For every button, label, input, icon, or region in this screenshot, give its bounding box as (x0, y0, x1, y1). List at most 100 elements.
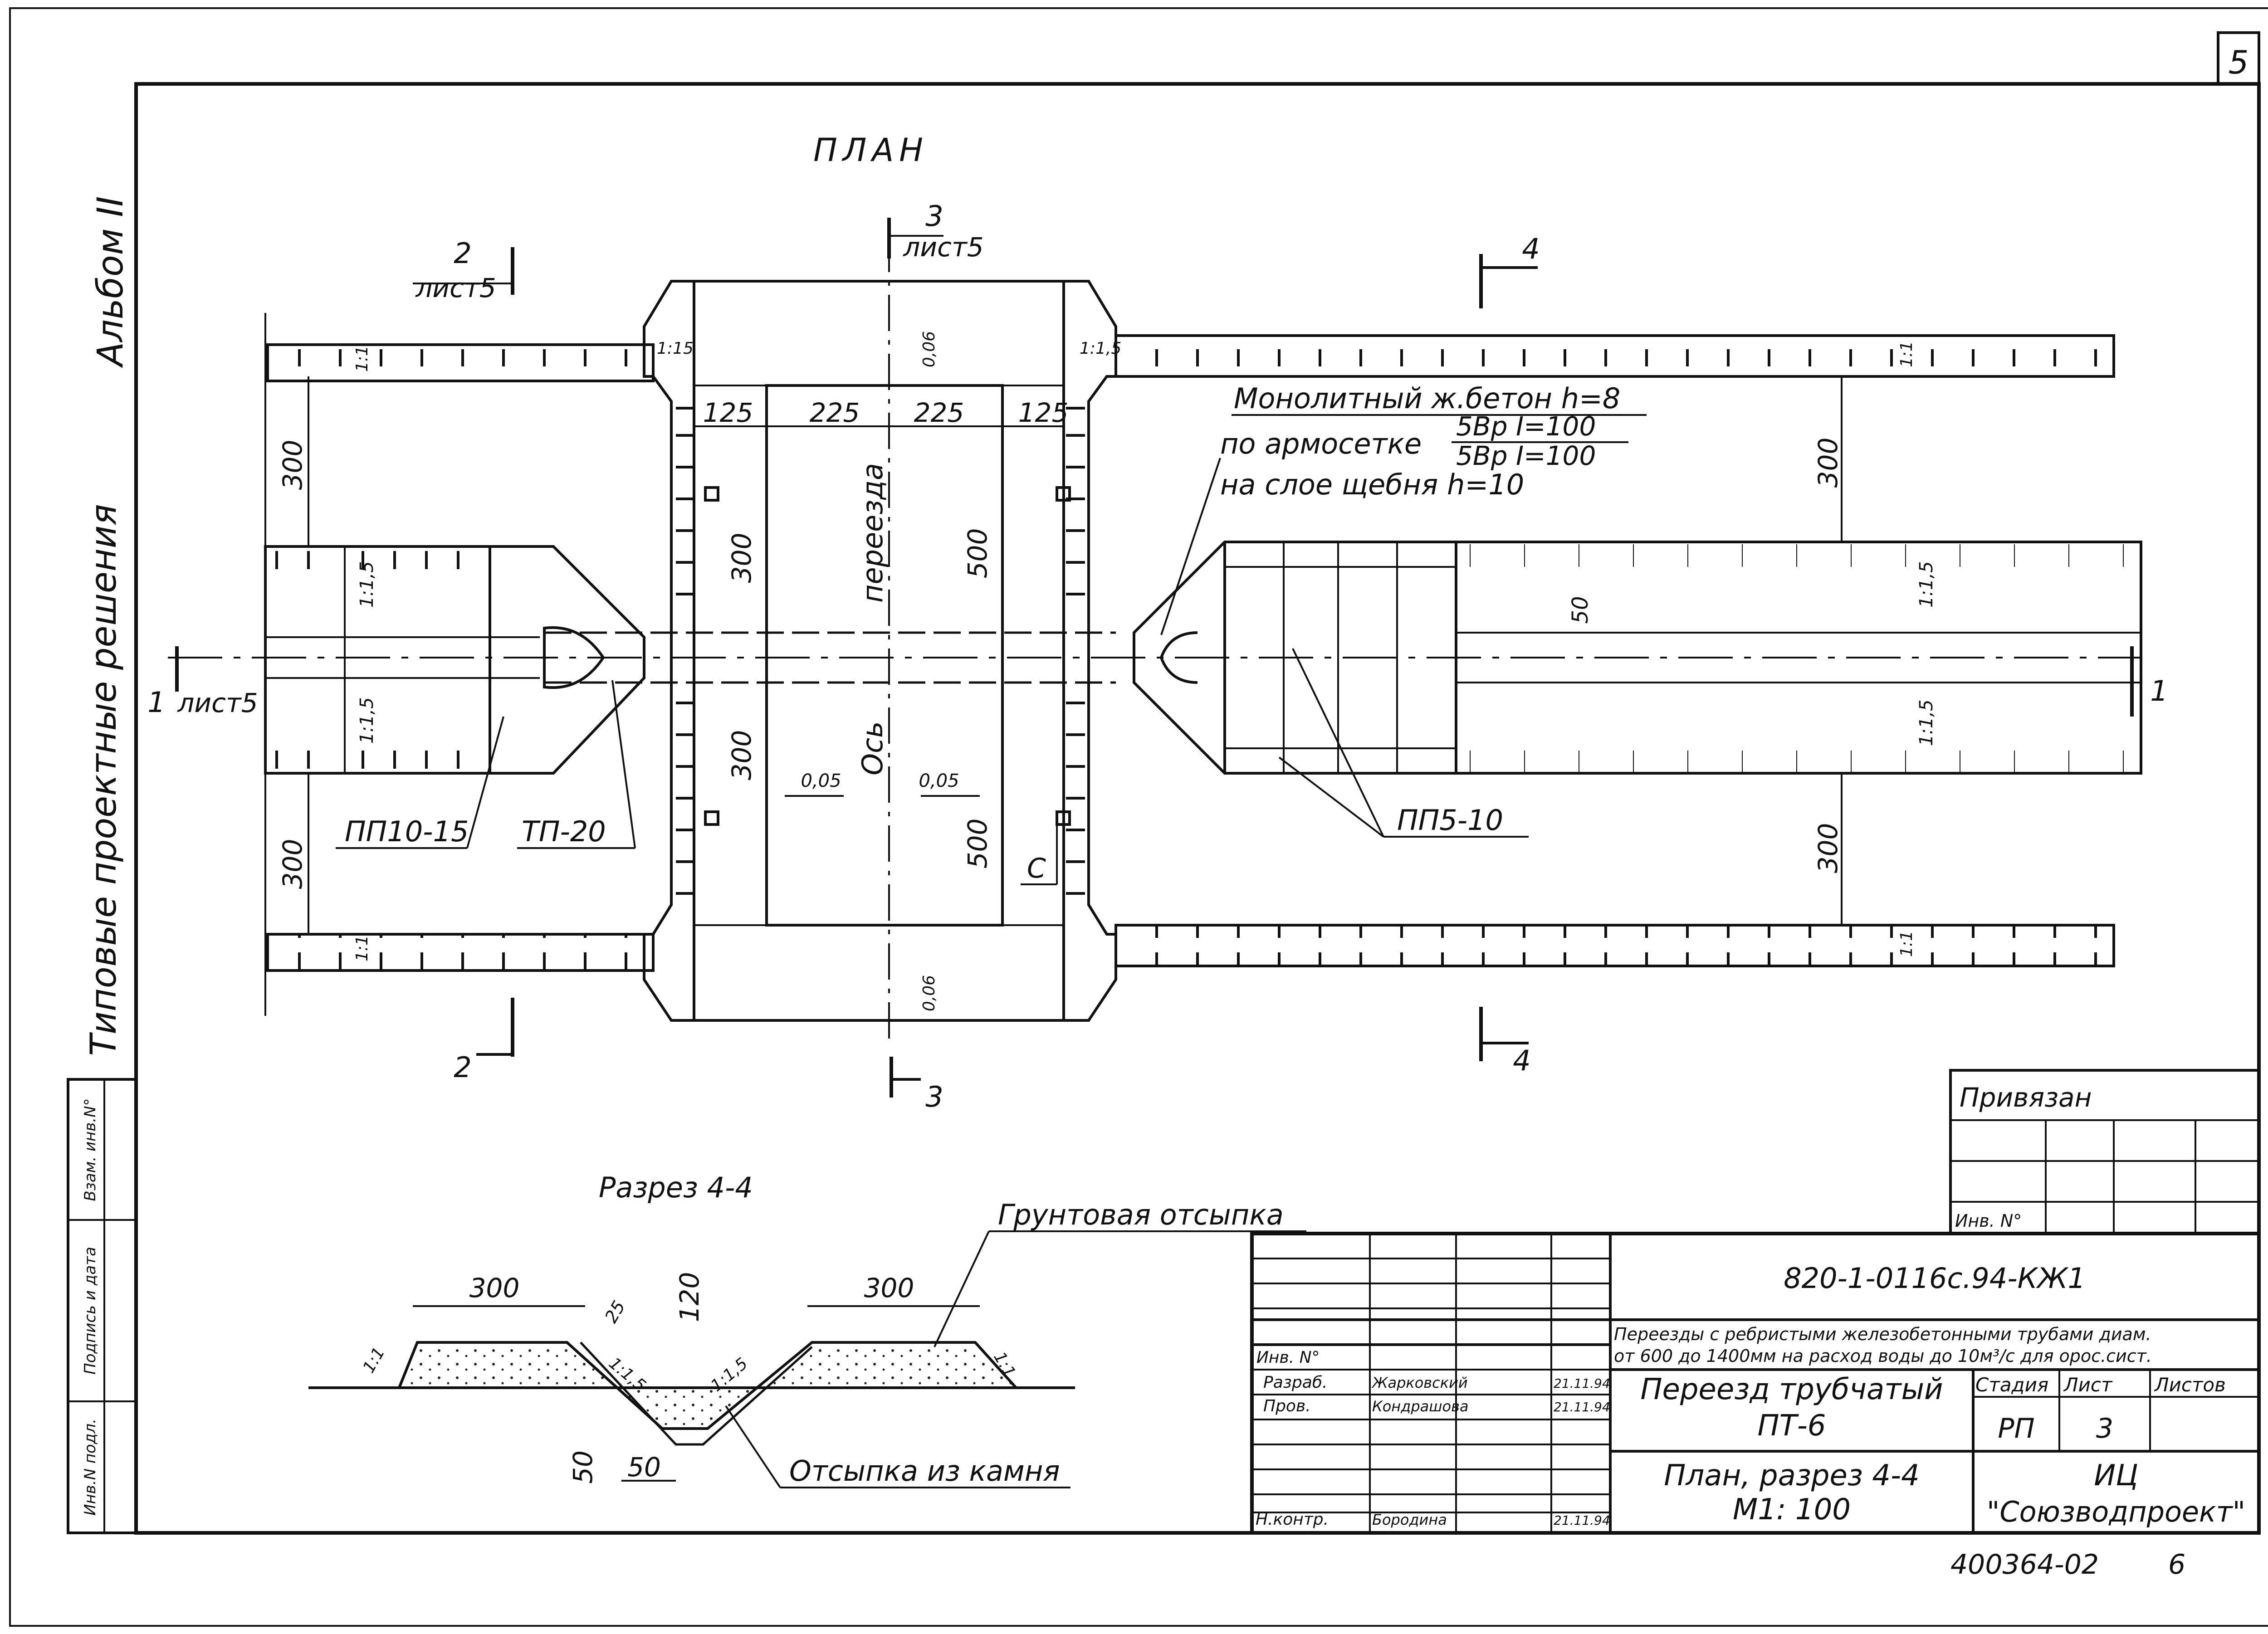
section-dim-120: 120 (674, 1272, 705, 1322)
section-slope-left: 1:1 (359, 1344, 388, 1376)
section-marks: 2 лист5 2 3 лист5 3 4 4 1 лист5 1 (147, 200, 2168, 1113)
sheet-title-1: План, разрез 4-4 (1664, 1459, 1920, 1493)
stamp-podpis: Подпись и дата (81, 1247, 99, 1375)
slope-right-top: 1:1 (1897, 341, 1916, 367)
slope-006-top: 0,06 (920, 331, 938, 367)
label-pp1015: ПП10-15 (345, 815, 469, 848)
org-2: "Союзводпроект" (1987, 1495, 2245, 1528)
section-2-bottom-num: 2 (454, 1051, 471, 1084)
sheet-number: 5 (2229, 44, 2249, 81)
section-4-top-num: 4 (1522, 232, 1540, 265)
section-1-left-num: 1 (147, 686, 165, 719)
label-gruntovaya: Грунтовая отсыпка (998, 1198, 1284, 1231)
series-name: Типовые проектные решения (83, 504, 124, 1056)
dim-right-300-bottom: 300 (1813, 823, 1843, 873)
name-1: Кондрашова (1372, 1398, 1469, 1415)
sheets-label: Листов (2154, 1374, 2226, 1396)
dim-225-right: 225 (914, 397, 964, 428)
bottom-sheet: 6 (2168, 1549, 2185, 1580)
name-2: Бородина (1372, 1511, 1447, 1528)
central-crossing: 1:15 1:1,5 125 225 225 125 300 300 500 5… (643, 236, 1121, 1043)
dim-125-right: 125 (1018, 397, 1069, 428)
note-mesh-bottom: 5Вр I=100 (1456, 440, 1596, 471)
label-tp20: ТП-20 (522, 815, 606, 848)
plan-notes: Монолитный ж.бетон h=8 по армосетке 5Вр … (336, 382, 1647, 849)
note-line1: Монолитный ж.бетон h=8 (1234, 382, 1620, 415)
section-2-top-ref: лист5 (415, 273, 496, 303)
doc-code: 820-1-0116с.94-КЖ1 (1784, 1262, 2086, 1295)
left-embankment: 1:1 1:1 1:1,5 1:1,5 300 300 (264, 313, 655, 1016)
sheet-title-2: М1: 100 (1733, 1493, 1851, 1527)
stage-label: Стадия (1975, 1374, 2048, 1396)
slope-left-top: 1:1 (353, 346, 371, 372)
section-dim-300-left: 300 (469, 1273, 520, 1303)
section-dim-300-right: 300 (864, 1273, 914, 1303)
album-label: Альбом II (90, 196, 131, 369)
slope-right-pipe-top: 1:1,5 (1916, 561, 1937, 608)
section-3-top-num: 3 (925, 200, 943, 233)
role-2: Н.контр. (1256, 1510, 1329, 1529)
date-2: 21.11.94 (1554, 1513, 1610, 1528)
frame (9, 7, 2268, 1627)
slope-left-pipe-bottom: 1:1,5 (357, 697, 377, 744)
section-3-bottom-num: 3 (925, 1080, 943, 1113)
dim-225-left: 225 (810, 397, 860, 428)
object-title-1: Переезд трубчатый (1640, 1373, 1943, 1406)
label-pp510: ПП5-10 (1397, 804, 1503, 837)
stamp-vzam: Взам. инв.N° (81, 1098, 99, 1201)
dim-left-300-bottom: 300 (277, 839, 308, 889)
slope-right-bottom: 1:1 (1897, 931, 1916, 957)
dim-300-upper: 300 (726, 533, 757, 583)
dim-500-lower: 500 (962, 819, 993, 869)
section-4-4: Разрез 4-4 300 300 25 120 50 50 1:1 1:1,… (308, 1171, 1306, 1488)
axis-label: Ось (856, 721, 889, 775)
role-1: Пров. (1263, 1397, 1311, 1415)
privyazan-block: Привязан Инв. N° (1949, 1069, 2260, 1235)
section-2-top-num: 2 (454, 237, 471, 270)
right-embankment: 1:1 1:1 1:1,5 1:1,5 300 300 50 (1114, 334, 2142, 967)
dim-300-lower: 300 (726, 730, 757, 780)
section-1-left-ref: лист5 (177, 688, 258, 718)
role-0: Разраб. (1263, 1373, 1327, 1392)
section-dim-25: 25 (601, 1297, 629, 1327)
object-title-2: ПТ-6 (1757, 1409, 1826, 1443)
section-4-bottom-num: 4 (1513, 1044, 1530, 1077)
inv-label: Инв. N° (1256, 1348, 1320, 1367)
org-1: ИЦ (2094, 1459, 2138, 1493)
plan-title: ПЛАН (813, 132, 929, 169)
note-line2: по армосетке (1220, 427, 1422, 460)
marker-c: С (1027, 853, 1046, 884)
dim-125-left: 125 (703, 397, 753, 428)
dim-right-300-top: 300 (1813, 438, 1843, 488)
slope-right-pipe-bottom: 1:1,5 (1916, 699, 1937, 746)
bottom-code: 400364-02 (1950, 1549, 2099, 1580)
section-1-right-num: 1 (2150, 674, 2168, 707)
pipe (168, 626, 2141, 689)
section-dim-50-v: 50 (567, 1450, 598, 1484)
note-line3: на слое щебня h=10 (1220, 468, 1524, 501)
slope-left-pipe-top: 1:1,5 (357, 561, 377, 608)
section-3-top-ref: лист5 (903, 232, 983, 263)
axis-label-2: переезда (856, 463, 889, 603)
note-mesh-top: 5Вр I=100 (1456, 411, 1596, 442)
description-1: Переезды с ребристыми железобетонными тр… (1614, 1324, 2151, 1344)
dim-right-50: 50 (1568, 596, 1593, 624)
section-dim-50-h: 50 (627, 1452, 661, 1483)
slope-left-bottom: 1:1 (353, 935, 371, 961)
slope-006-bottom: 0,06 (920, 975, 938, 1011)
label-otsypka: Отсыпка из камня (789, 1454, 1060, 1488)
date-1: 21.11.94 (1554, 1400, 1610, 1415)
slope-crossing-right: 1:1,5 (1080, 339, 1121, 358)
description-2: от 600 до 1400мм на расход воды до 10м³/… (1614, 1346, 2152, 1366)
slope-005-left: 0,05 (801, 771, 841, 791)
dim-500-upper: 500 (962, 528, 993, 579)
date-0: 21.11.94 (1554, 1376, 1610, 1391)
stamp-inv-podl: Инв.N подл. (81, 1419, 99, 1516)
title-block: 820-1-0116с.94-КЖ1 Переезды с ребристыми… (1250, 1232, 2261, 1535)
privyazan-title: Привязан (1960, 1082, 2092, 1113)
stage-value: РП (1998, 1413, 2034, 1444)
slope-005-right: 0,05 (919, 771, 959, 791)
sheet-value: 3 (2096, 1413, 2113, 1444)
dim-left-300-top: 300 (277, 440, 308, 490)
